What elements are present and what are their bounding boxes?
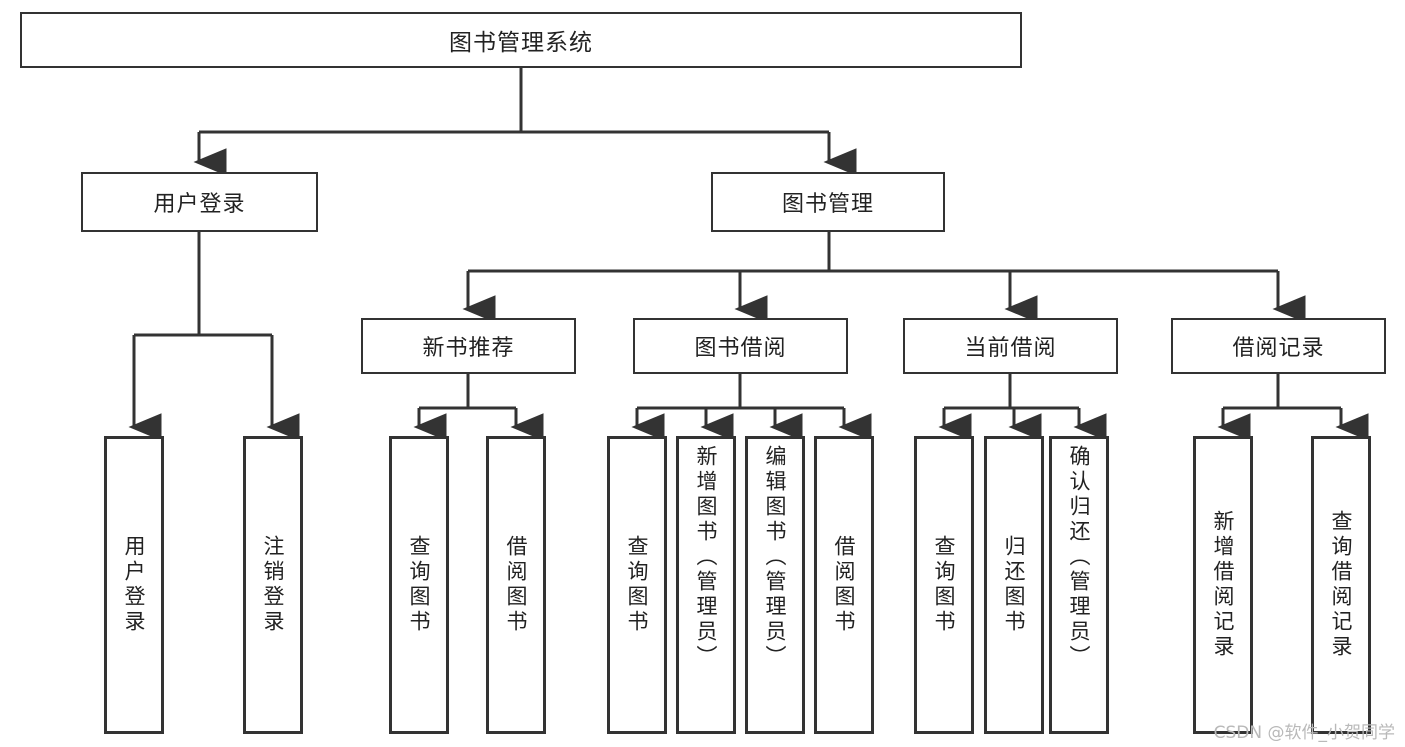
node-user-login-label: 用户登录: [153, 192, 246, 217]
node-current-borrow[interactable]: 当前借阅: [903, 318, 1118, 374]
node-borrow-record[interactable]: 借阅记录: [1171, 318, 1386, 374]
leaf-label: 查询图书: [932, 535, 957, 635]
node-user-login[interactable]: 用户登录: [81, 172, 318, 232]
leaf-current-borrow-return[interactable]: 归还图书: [984, 436, 1044, 734]
node-book-borrow-label: 图书借阅: [694, 336, 787, 361]
leaf-current-borrow-confirm[interactable]: 确认归还（管理员）: [1049, 436, 1109, 734]
leaf-current-borrow-query[interactable]: 查询图书: [914, 436, 974, 734]
leaf-borrow-record-query[interactable]: 查询借阅记录: [1311, 436, 1371, 734]
leaf-new-book-borrow[interactable]: 借阅图书: [486, 436, 546, 734]
node-borrow-record-label: 借阅记录: [1232, 336, 1325, 361]
node-book-borrow[interactable]: 图书借阅: [633, 318, 848, 374]
leaf-label: 用户登录: [122, 535, 147, 635]
leaf-user-login-logout[interactable]: 注销登录: [243, 436, 303, 734]
leaf-label: 借阅图书: [504, 535, 529, 635]
leaf-label: 归还图书: [1002, 535, 1027, 635]
leaf-new-book-query[interactable]: 查询图书: [389, 436, 449, 734]
leaf-book-borrow-add[interactable]: 新增图书（管理员）: [676, 436, 736, 734]
leaf-label: 确认归还（管理员）: [1067, 445, 1092, 670]
leaf-label: 借阅图书: [832, 535, 857, 635]
node-current-borrow-label: 当前借阅: [964, 336, 1057, 361]
node-root-label: 图书管理系统: [449, 30, 593, 56]
leaf-book-borrow-borrow[interactable]: 借阅图书: [814, 436, 874, 734]
leaf-user-login-login[interactable]: 用户登录: [104, 436, 164, 734]
leaf-label: 新增图书（管理员）: [694, 445, 719, 670]
leaf-label: 注销登录: [261, 535, 286, 635]
node-new-book-recommend[interactable]: 新书推荐: [361, 318, 576, 374]
leaf-borrow-record-add[interactable]: 新增借阅记录: [1193, 436, 1253, 734]
node-book-management[interactable]: 图书管理: [711, 172, 945, 232]
leaf-label: 查询图书: [407, 535, 432, 635]
leaf-label: 编辑图书（管理员）: [763, 445, 788, 670]
leaf-book-borrow-edit[interactable]: 编辑图书（管理员）: [745, 436, 805, 734]
node-new-book-recommend-label: 新书推荐: [422, 336, 515, 361]
leaf-label: 查询图书: [625, 535, 650, 635]
leaf-label: 新增借阅记录: [1211, 510, 1236, 660]
leaf-label: 查询借阅记录: [1329, 510, 1354, 660]
node-root[interactable]: 图书管理系统: [20, 12, 1022, 68]
leaf-book-borrow-query[interactable]: 查询图书: [607, 436, 667, 734]
node-book-management-label: 图书管理: [781, 192, 874, 217]
